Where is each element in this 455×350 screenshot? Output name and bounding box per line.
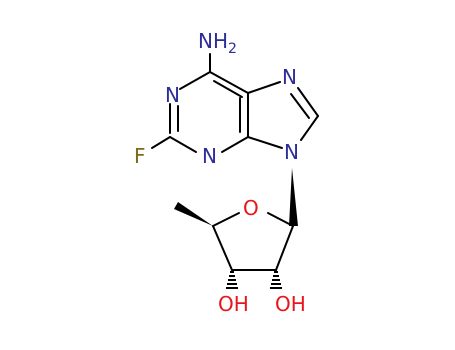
bonds: [151, 53, 319, 271]
bond-c6-n1: [179, 71, 211, 90]
wedge-c4-methyl: [174, 202, 213, 226]
hydroxyl-right-label: OH: [275, 292, 306, 316]
hash-c2-oh: [270, 271, 282, 289]
bond-n7-c8-inner: [290, 93, 310, 119]
bond-c5-n7: [247, 81, 281, 94]
bond-c6-c5: [209, 71, 249, 94]
atom-labels: NH2 N N N N F O OH OH: [134, 29, 306, 316]
bond-c4-c3: [212, 225, 233, 271]
bond-c1-o4: [267, 212, 294, 227]
amine-label: NH2: [198, 29, 237, 57]
bond-c2-n3: [169, 136, 197, 153]
amine-n-text: NH: [198, 29, 228, 53]
ring-oxygen-label: O: [243, 196, 259, 220]
bond-c2-f: [151, 136, 171, 149]
bond-c6-c5-inner: [213, 80, 243, 98]
bond-n7-c8: [297, 87, 319, 117]
bond-o4-c4: [212, 212, 240, 227]
bond-c2-c1: [275, 225, 294, 271]
hash-c3-oh: [226, 271, 238, 289]
bond-n3-c4: [221, 136, 249, 153]
hydroxyl-left-label: OH: [218, 292, 249, 316]
n3-label: N: [202, 144, 217, 168]
bond-c8-n9: [300, 115, 319, 141]
amine-subscript: 2: [228, 41, 237, 57]
wedge-n9-c1: [289, 168, 298, 226]
fluorine-label: F: [134, 144, 146, 168]
bond-n9-c4: [247, 136, 283, 149]
n7-label: N: [282, 65, 297, 89]
n9-label: N: [284, 140, 299, 164]
stereo-bonds: [174, 168, 298, 289]
n1-label: N: [165, 83, 180, 107]
